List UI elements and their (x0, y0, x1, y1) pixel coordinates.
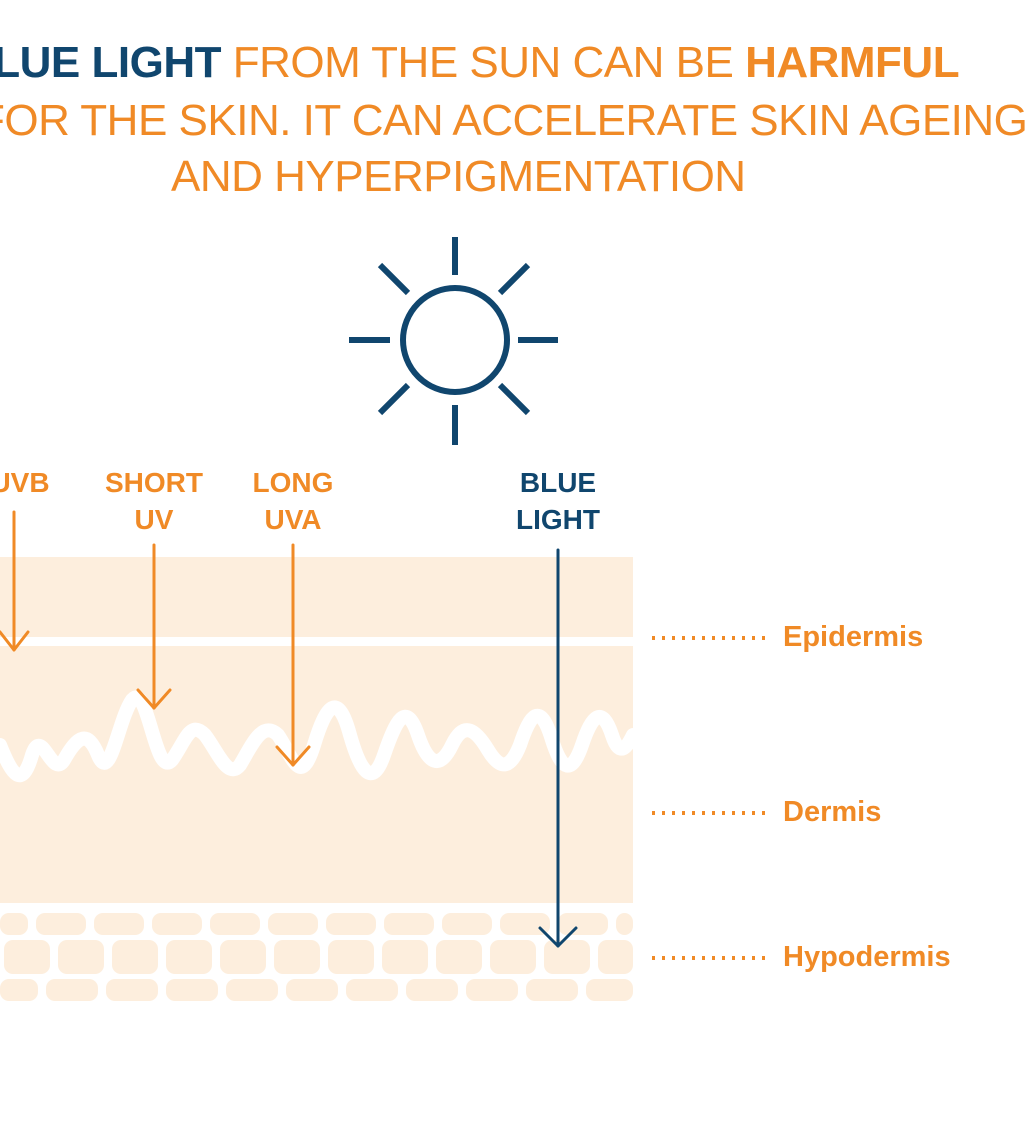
fat-cell (598, 940, 633, 974)
fat-cell (0, 979, 38, 1001)
short-uv-arrow (136, 543, 172, 710)
fat-cell (286, 979, 338, 1001)
ray-label-line: UVA (264, 504, 322, 535)
fat-cell (442, 913, 492, 935)
fat-cell (328, 940, 374, 974)
dermis-label: Dermis (783, 796, 882, 828)
hypodermis-label: Hypodermis (783, 941, 951, 973)
fat-cell (226, 979, 278, 1001)
ray-label-line: BLUE (519, 467, 597, 498)
ray-label-long-uva: LONG UVA (233, 464, 353, 538)
fat-cell (210, 913, 260, 935)
fat-cell (46, 979, 98, 1001)
fat-cell (346, 979, 398, 1001)
fat-cell (152, 913, 202, 935)
fat-cell (0, 913, 28, 935)
long-uva-arrow (275, 543, 311, 767)
fat-cell (58, 940, 104, 974)
fat-cell (220, 940, 266, 974)
fat-cell (382, 940, 428, 974)
ray-label-blue-light: BLUE LIGHT (498, 464, 618, 538)
layer-leaders (652, 636, 772, 960)
ray-label-line: SHORT (105, 467, 203, 498)
sun-icon (349, 237, 558, 445)
fat-cell (166, 940, 212, 974)
fat-cell (616, 913, 633, 935)
fat-cell (326, 913, 376, 935)
fat-cell (4, 940, 50, 974)
fat-cell (526, 979, 578, 1001)
epidermis-label: Epidermis (783, 621, 924, 653)
fat-cell (384, 913, 434, 935)
fat-cell (106, 979, 158, 1001)
blue-light-arrow (538, 548, 578, 948)
headline-line-1: BLUE LIGHT FROM THE SUN CAN BE HARMFUL (0, 38, 960, 88)
headline-line-3: AND HYPERPIGMENTATION (171, 152, 746, 201)
fat-cell (544, 940, 590, 974)
ray-arrows (0, 510, 578, 948)
fat-cell (36, 913, 86, 935)
headline-line-2: FOR THE SKIN. IT CAN ACCELERATE SKIN AGE… (0, 96, 1028, 145)
fat-cell (466, 979, 518, 1001)
fat-cell (274, 940, 320, 974)
fat-cell (166, 979, 218, 1001)
ray-label-uvb: UVB (0, 464, 50, 501)
fat-cell (112, 940, 158, 974)
headline-middle: FROM THE SUN CAN BE (220, 38, 746, 87)
ray-label-line: LONG (252, 467, 334, 498)
ray-label-line: UVB (0, 467, 50, 498)
fat-cell (490, 940, 536, 974)
fat-cell (500, 913, 550, 935)
fat-cell (94, 913, 144, 935)
ray-label-line: UV (134, 504, 174, 535)
ray-label-line: LIGHT (516, 504, 600, 535)
ray-label-short-uv: SHORT UV (94, 464, 214, 538)
dermis-layer (0, 646, 633, 903)
fat-cell (558, 913, 608, 935)
hypodermis-layer (0, 913, 633, 1001)
fat-cell (586, 979, 633, 1001)
uvb-arrow (0, 510, 30, 652)
skin-cross-section (0, 557, 640, 1001)
headline-harmful: HARMFUL (745, 38, 960, 87)
fat-cell (268, 913, 318, 935)
fat-cell (436, 940, 482, 974)
fat-cell (406, 979, 458, 1001)
headline: BLUE LIGHT FROM THE SUN CAN BE HARMFUL F… (0, 0, 1032, 230)
epidermis-layer (0, 557, 633, 637)
dermis-wave (0, 690, 640, 783)
headline-blue-light: BLUE LIGHT (0, 38, 221, 87)
